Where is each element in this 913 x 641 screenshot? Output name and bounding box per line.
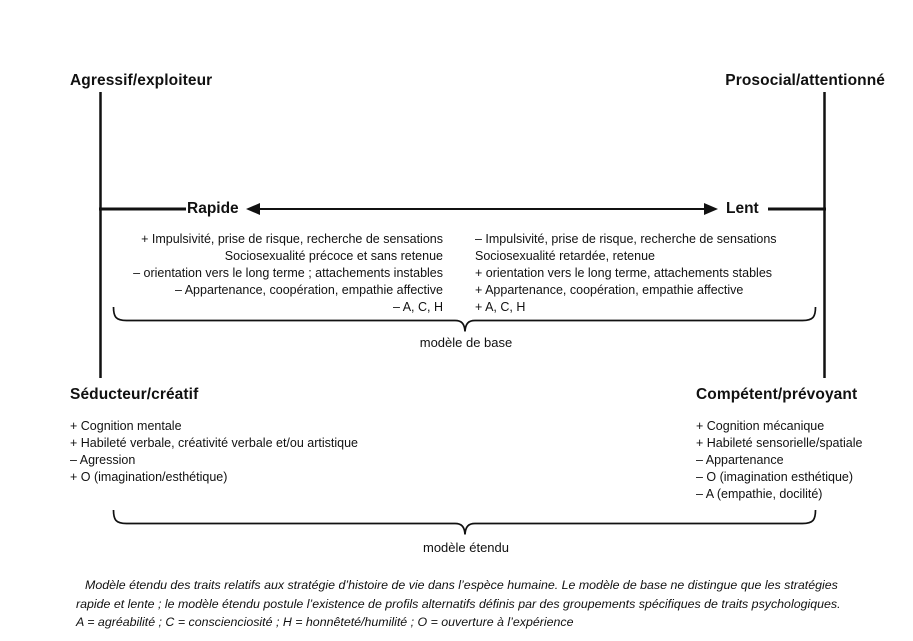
trait-line: + Appartenance, coopération, empathie af…	[475, 283, 744, 297]
fast-strategy-trait-list: + Impulsivité, prise de risque, recherch…	[60, 231, 443, 316]
caption-line-3: A = agréabilité ; C = conscienciosité ; …	[76, 615, 574, 630]
trait-line: – Appartenance	[696, 453, 784, 467]
pole-top-left-label: Agressif/exploiteur	[70, 72, 213, 89]
axis-fast-label: Rapide	[187, 200, 239, 217]
trait-line: – A (empathie, docilité)	[696, 487, 823, 501]
pole-bottom-right-label: Compétent/prévoyant	[696, 386, 858, 403]
axis-slow-label: Lent	[726, 200, 759, 217]
extended-model-brace	[112, 509, 817, 535]
trait-line: – O (imagination esthétique)	[696, 470, 854, 484]
trait-line: + orientation vers le long terme, attach…	[475, 266, 773, 280]
trait-line: + Habileté verbale, créativité verbale e…	[70, 436, 359, 450]
trait-line: + O (imagination/esthétique)	[70, 470, 228, 484]
seducer-trait-list: + Cognition mentale + Habileté verbale, …	[70, 418, 358, 486]
trait-line: + Habileté sensorielle/spatiale	[696, 436, 863, 450]
extended-model-label: modèle étendu	[422, 540, 509, 555]
slow-strategy-trait-list: – Impulsivité, prise de risque, recherch…	[475, 231, 777, 316]
base-model-label: modèle de base	[419, 335, 513, 350]
trait-line: + A, C, H	[475, 300, 526, 314]
trait-line: – Agression	[70, 453, 136, 467]
trait-line: + Impulsivité, prise de risque, recherch…	[141, 232, 443, 246]
base-model-brace	[112, 306, 817, 332]
pole-bottom-left-label: Séducteur/créatif	[70, 386, 199, 403]
trait-line: Sociosexualité retardée, retenue	[475, 249, 655, 263]
trait-line: + Cognition mécanique	[696, 419, 825, 433]
trait-line: – orientation vers le long terme ; attac…	[133, 266, 443, 280]
caption-line-2: rapide et lente ; le modèle étendu postu…	[76, 596, 841, 611]
trait-line: + Cognition mentale	[70, 419, 182, 433]
trait-line: – Impulsivité, prise de risque, recherch…	[475, 232, 777, 246]
competent-trait-list: + Cognition mécanique + Habileté sensori…	[696, 418, 862, 503]
trait-line: – A, C, H	[392, 300, 443, 314]
pole-top-right-label: Prosocial/attentionné	[725, 72, 885, 89]
trait-line: – Appartenance, coopération, empathie af…	[174, 283, 443, 297]
caption-line-1: Modèle étendu des traits relatifs aux st…	[85, 578, 838, 592]
axis-arrowhead-right	[704, 203, 718, 215]
figure-caption: Modèle étendu des traits relatifs aux st…	[76, 576, 896, 632]
trait-line: Sociosexualité précoce et sans retenue	[224, 249, 443, 263]
axis-arrowhead-left	[246, 203, 260, 215]
